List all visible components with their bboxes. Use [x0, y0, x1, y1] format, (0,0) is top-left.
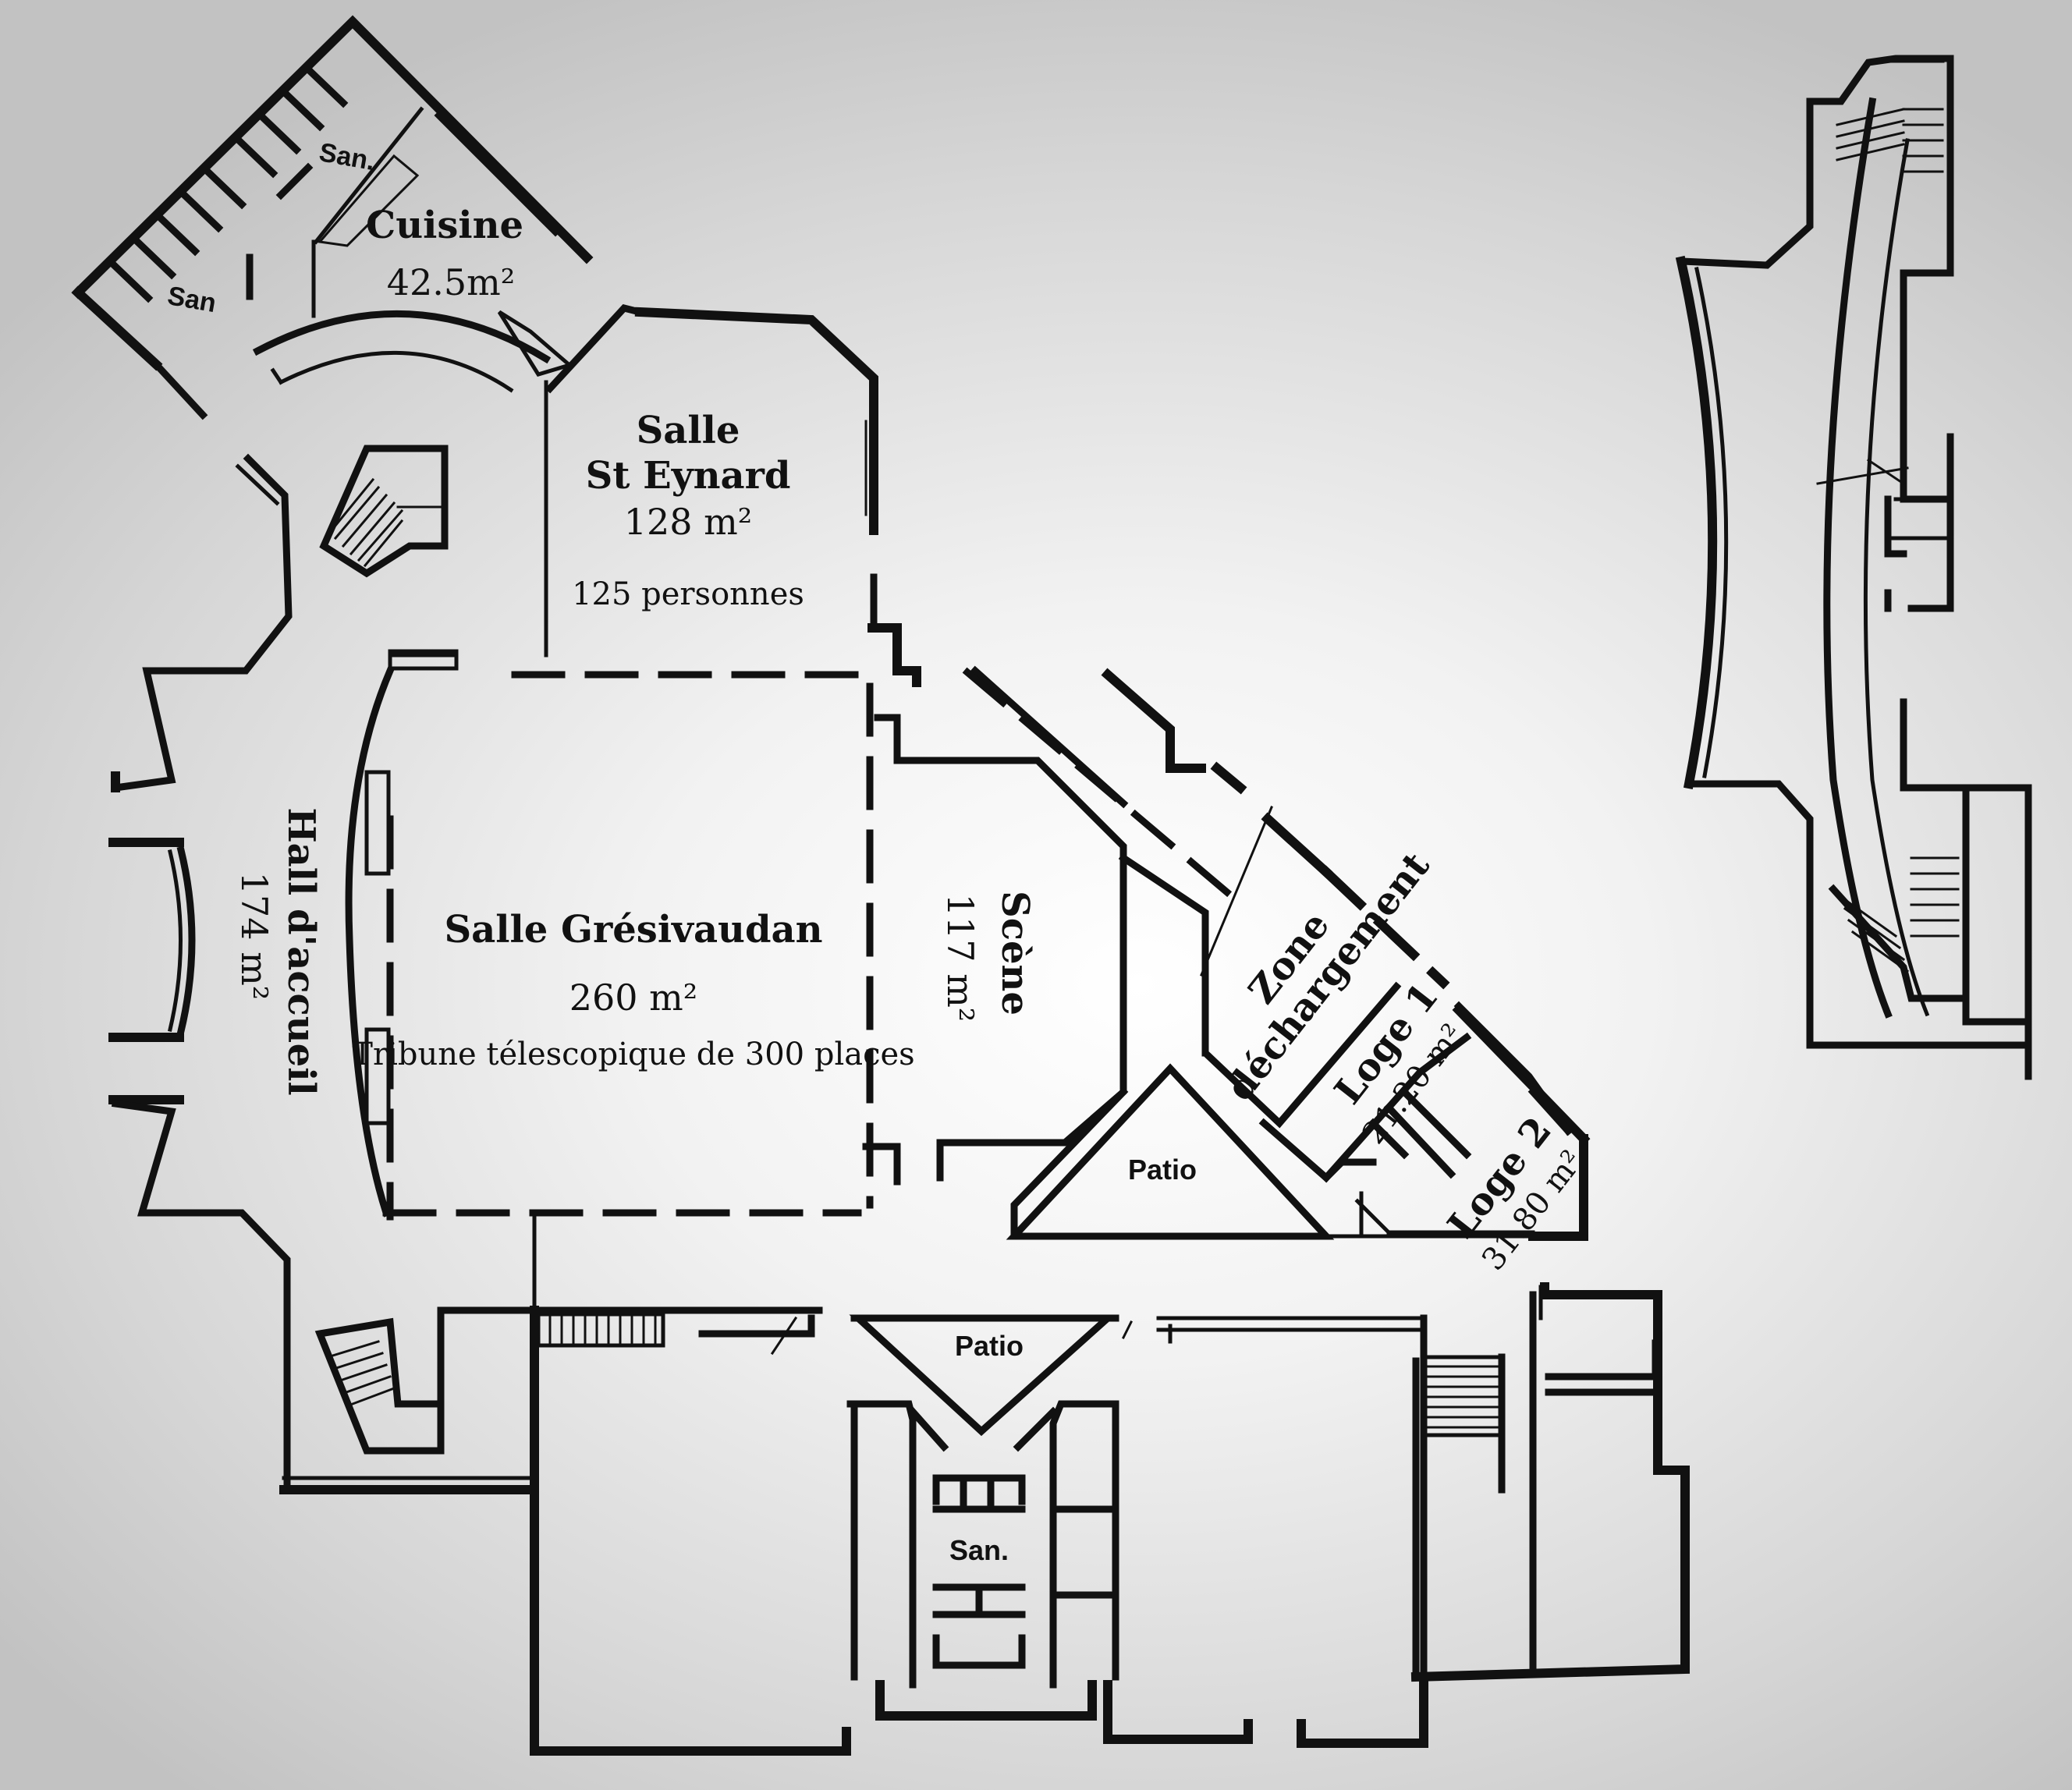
cuisine-area: 42.5m²	[387, 261, 515, 303]
san-bottom-label: San.	[949, 1534, 1009, 1566]
room-labels: Cuisine 42.5m² Salle St Eynard 128 m² 12…	[165, 137, 1591, 1566]
scene-area: 117 m²	[939, 894, 981, 1022]
gresivaudan-walls	[364, 671, 878, 1221]
hall-walls	[108, 445, 535, 1494]
upper-patio-label: Patio	[1128, 1154, 1197, 1186]
scene-walls	[862, 665, 1247, 1186]
st-eynard-name-line2: St Eynard	[586, 454, 791, 498]
scene-name: Scène	[993, 891, 1037, 1016]
st-eynard-capacity: 125 personnes	[572, 576, 804, 612]
st-eynard-walls	[544, 303, 921, 687]
lower-wing-walls	[530, 1214, 1690, 1756]
gresivaudan-note: Tribune télescopique de 300 places	[352, 1037, 914, 1072]
gresivaudan-name: Salle Grésivaudan	[444, 908, 822, 952]
lower-patio-label: Patio	[955, 1330, 1024, 1362]
hall-name: Hall d'accueil	[279, 807, 323, 1095]
side-section-drawing	[1675, 55, 2032, 1080]
st-eynard-area: 128 m²	[624, 501, 752, 543]
gresivaudan-area: 260 m²	[569, 977, 697, 1019]
hall-area: 174 m²	[233, 872, 275, 1000]
san-left-label: San	[165, 281, 218, 318]
cuisine-name: Cuisine	[366, 204, 523, 247]
kitchen-wing-walls	[71, 15, 594, 420]
backstage-walls	[1200, 806, 1591, 1241]
wc-fixtures	[932, 1474, 1026, 1669]
san-top-label: San.	[317, 137, 377, 176]
st-eynard-name-line1: Salle	[637, 409, 740, 452]
